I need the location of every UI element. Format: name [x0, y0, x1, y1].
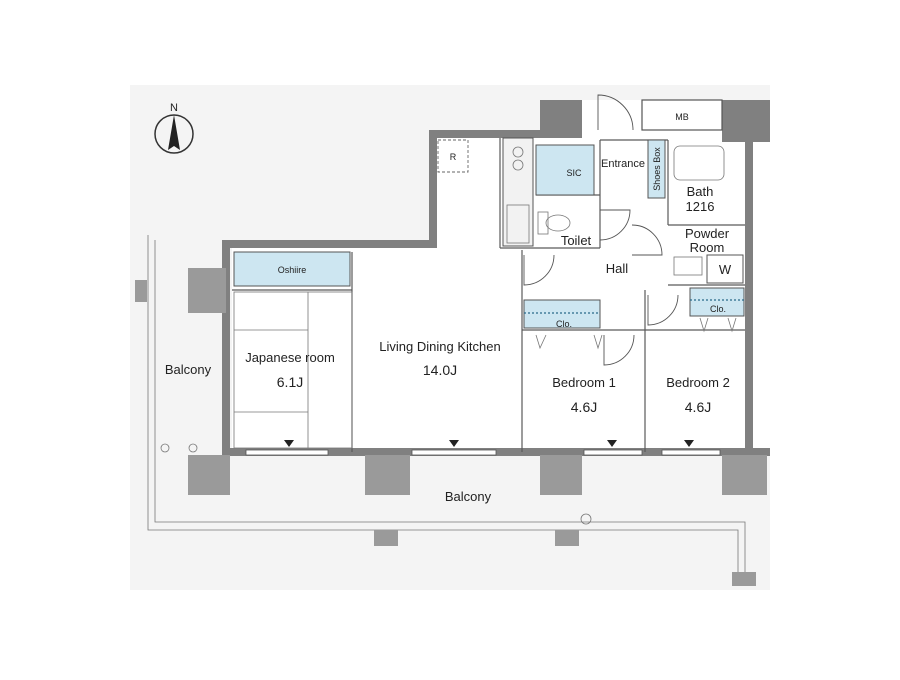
entrance-door [597, 94, 634, 131]
structural-column [188, 268, 226, 313]
japanese-room-size: 6.1J [277, 374, 303, 390]
bedroom1-closet-label: Clo. [556, 319, 572, 329]
powder-room-label: Powder [685, 226, 730, 241]
oshiire-label: Oshiire [278, 265, 307, 275]
structural-column [540, 455, 582, 495]
shoes-box [647, 139, 666, 199]
meter-box [641, 99, 723, 131]
ldk-label: Living Dining Kitchen [379, 339, 500, 354]
bedroom1-label: Bedroom 1 [552, 375, 616, 390]
south-windows [245, 440, 721, 456]
kitchen-counter [502, 137, 534, 247]
washer-label: W [719, 262, 732, 277]
compass: N [154, 102, 194, 154]
ldk-size: 14.0J [423, 362, 457, 378]
toilet-label: Toilet [561, 233, 592, 248]
sic-label: SIC [566, 168, 582, 178]
balcony-outline [135, 235, 756, 586]
powder-room-label-2: Room [690, 240, 725, 255]
interior-floor [232, 100, 770, 455]
meter-box-label: MB [675, 112, 689, 122]
balcony-pillar [374, 530, 398, 546]
bathtub [673, 145, 725, 181]
bedroom2-label: Bedroom 2 [666, 375, 730, 390]
structural-column [722, 455, 767, 495]
exterior-walls [188, 100, 770, 495]
toilet-fixture [537, 211, 571, 235]
tatami-mats [233, 291, 353, 449]
refrigerator-space [437, 139, 469, 173]
structural-column [365, 455, 410, 495]
bedroom2-size: 4.6J [685, 399, 711, 415]
oshiire-closet [233, 251, 351, 287]
entrance-label: Entrance [601, 158, 645, 170]
refrigerator-label: R [450, 152, 457, 162]
bedroom2-closet [689, 287, 745, 317]
hall-label: Hall [606, 261, 629, 276]
balcony-pillar [135, 280, 147, 302]
bath-label: Bath [687, 184, 714, 199]
balcony-west-label: Balcony [165, 362, 212, 377]
bedroom2-closet-label: Clo. [710, 304, 726, 314]
shoes-box-label: Shoes Box [652, 147, 662, 191]
balcony-pillar [732, 572, 756, 586]
sic-closet [535, 144, 595, 196]
bedroom1-closet [523, 299, 601, 329]
bedroom1-size: 4.6J [571, 399, 597, 415]
interior-partitions [232, 138, 745, 452]
bath-size-label: 1216 [686, 199, 715, 214]
structural-column [188, 455, 230, 495]
balcony-pillar [555, 530, 579, 546]
balcony-south-label: Balcony [445, 489, 492, 504]
japanese-room-label: Japanese room [245, 350, 335, 365]
interior-doors [523, 209, 737, 366]
vanity-sink [673, 256, 703, 276]
washer-space [706, 254, 744, 284]
compass-north-label: N [170, 102, 178, 114]
